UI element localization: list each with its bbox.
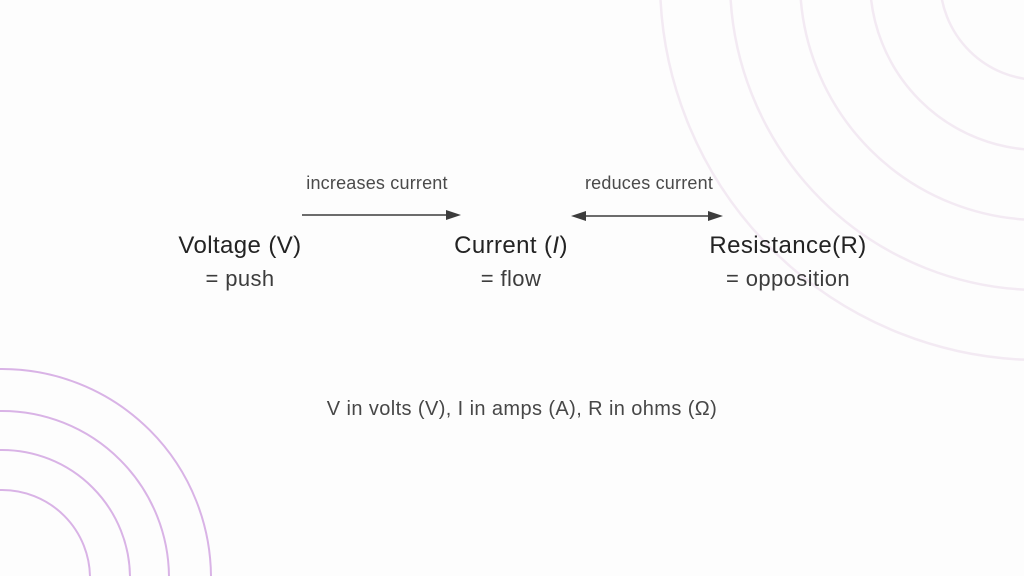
node-current: Current (I) = flow bbox=[454, 232, 568, 292]
resistance-symbol: R bbox=[840, 232, 859, 259]
node-definition: = opposition bbox=[725, 266, 851, 292]
rings-bottom-left bbox=[0, 368, 212, 576]
right-arrow-icon bbox=[302, 210, 461, 220]
double-arrow-icon bbox=[571, 211, 723, 221]
relation-label-reduces: reduces current bbox=[584, 173, 714, 193]
relation-label-increases: increases current bbox=[306, 173, 448, 193]
node-definition: = flow bbox=[480, 266, 542, 292]
decorative-ring-top-right bbox=[799, 0, 1024, 221]
node-resistance: Resistance(R) = opposition bbox=[709, 232, 867, 292]
decorative-ring-bottom-left bbox=[0, 410, 170, 576]
rings-top-right bbox=[659, 0, 1024, 361]
decorative-ring-top-right bbox=[659, 0, 1024, 361]
node-title: Voltage (V) bbox=[178, 232, 302, 259]
decorative-ring-bottom-left bbox=[0, 449, 131, 576]
node-voltage: Voltage (V) = push bbox=[178, 232, 302, 292]
decorative-ring-top-right bbox=[869, 0, 1024, 151]
decorative-ring-bottom-left bbox=[0, 489, 91, 576]
node-definition: = push bbox=[205, 266, 275, 292]
voltage-symbol: V bbox=[276, 232, 294, 259]
units-footnote: V in volts (V), I in amps (A), R in ohms… bbox=[326, 398, 718, 420]
node-title: Resistance(R) bbox=[709, 232, 867, 259]
node-title: Current (I) bbox=[454, 232, 568, 259]
decorative-ring-top-right bbox=[940, 0, 1024, 80]
current-symbol: I bbox=[552, 232, 560, 259]
decorative-ring-bottom-left bbox=[0, 368, 212, 576]
